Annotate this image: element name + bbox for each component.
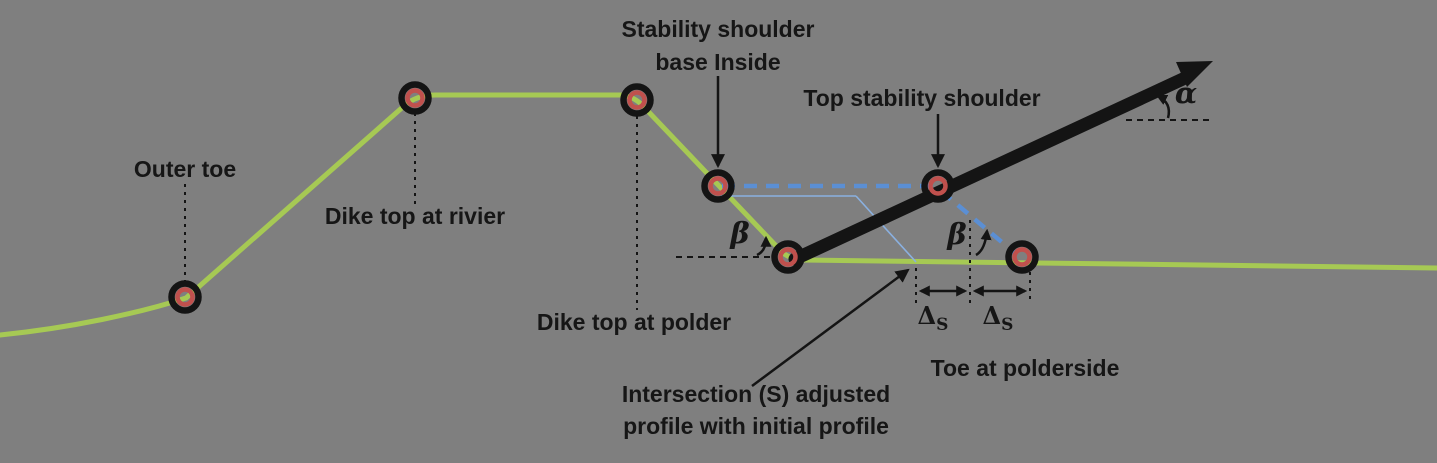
marker-inner-ring [1012, 247, 1032, 267]
point-marker-dike-top-rivier [398, 81, 432, 115]
marker-inner-ring [778, 247, 798, 267]
marker-inner-ring [627, 90, 647, 110]
marker-outer-ring [620, 83, 654, 117]
alpha-label: α [1175, 76, 1197, 110]
initial-shoulder-outline [721, 195, 917, 263]
adjusted-shoulder-outline [722, 183, 1018, 256]
marker-outer-ring [1005, 240, 1039, 274]
toe-polderside-label: Toe at polderside [931, 355, 1120, 381]
point-marker-dike-top-polder [620, 83, 654, 117]
beta-left-angle-arc [756, 235, 772, 257]
initial-shoulder-slope-line [855, 195, 917, 263]
marker-outer-ring [701, 169, 735, 203]
delta-subscript: S [1001, 315, 1013, 335]
beta-right-angle-arc [975, 228, 992, 257]
top-stability-shoulder-label: Top stability shoulder [803, 85, 1040, 111]
marker-outer-ring [168, 280, 202, 314]
outer-toe-label: Outer toe [134, 156, 236, 182]
stability-shoulder-arrowhead [1176, 61, 1213, 87]
point-marker-inner-toe [771, 240, 805, 274]
marker-outer-ring [398, 81, 432, 115]
point-marker-stability-shoulder-base [701, 169, 735, 203]
intersection-label-line1: Intersection (S) adjusted [622, 381, 890, 407]
marker-inner-ring [405, 88, 425, 108]
intersection-label-line2: profile with initial profile [623, 413, 889, 439]
stability-shoulder-base-label-line1: Stability shoulder [622, 16, 815, 42]
point-marker-top-stability-shoulder [921, 169, 955, 203]
delta-symbol: Δ [918, 301, 937, 330]
delta-s-left-label: ΔS [918, 301, 949, 335]
beta-right-label: β [946, 217, 966, 251]
adjusted-shoulder-slope-line [939, 189, 1018, 256]
delta-subscript: S [936, 315, 948, 335]
stability-shoulder-slope-line [788, 71, 1192, 266]
stability-shoulder-base-label-line2: base Inside [655, 49, 780, 75]
point-marker-toe-polderside [1005, 240, 1039, 274]
point-marker-outer-toe [168, 280, 202, 314]
marker-outer-ring [771, 240, 805, 274]
beta-left-label: β [729, 216, 749, 250]
stability-shoulder-slope [788, 61, 1213, 266]
delta-symbol: Δ [983, 301, 1002, 330]
intersection-arrow [751, 268, 910, 388]
dike-top-rivier-label: Dike top at rivier [325, 203, 505, 229]
marker-inner-ring [175, 287, 195, 307]
marker-inner-ring [708, 176, 728, 196]
dike-top-polder-label: Dike top at polder [537, 309, 731, 335]
marker-inner-ring [928, 176, 948, 196]
delta-s-right-label: ΔS [983, 301, 1014, 335]
alpha-angle-arc [1156, 94, 1171, 119]
marker-outer-ring [921, 169, 955, 203]
